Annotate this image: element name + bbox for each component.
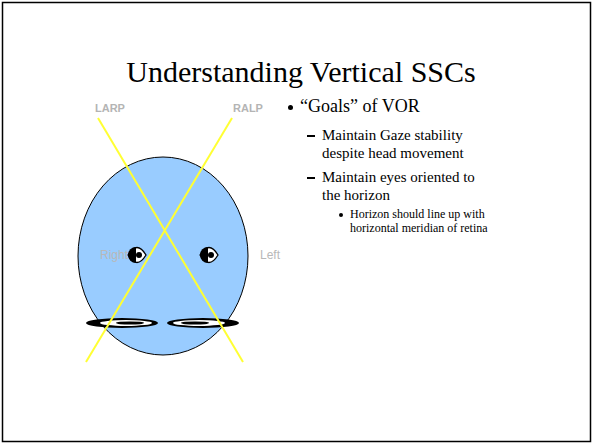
head-outline: [78, 157, 248, 355]
bullet-text: Horizon should line up with horizontal m…: [350, 207, 518, 235]
ralp-axis: [86, 118, 232, 362]
bullet-text: Maintain eyes oriented to the horizon: [322, 168, 484, 204]
bullet-dot: [339, 213, 343, 217]
side-label: Left: [260, 248, 280, 262]
bullet-dash: [307, 177, 315, 179]
slide-title: Understanding Vertical SSCs: [4, 55, 594, 89]
canal-label: RALP: [233, 102, 263, 114]
larp-axis: [98, 118, 243, 362]
eye: [200, 247, 218, 263]
bullet-dash: [307, 135, 315, 137]
side-label: Right: [100, 248, 128, 262]
canal-label: LARP: [95, 102, 125, 114]
eye: [128, 247, 146, 263]
bullet-text: “Goals” of VOR: [300, 96, 570, 116]
bullet-text: Maintain Gaze stability despite head mov…: [322, 126, 484, 162]
bullet-dot: [288, 105, 293, 110]
